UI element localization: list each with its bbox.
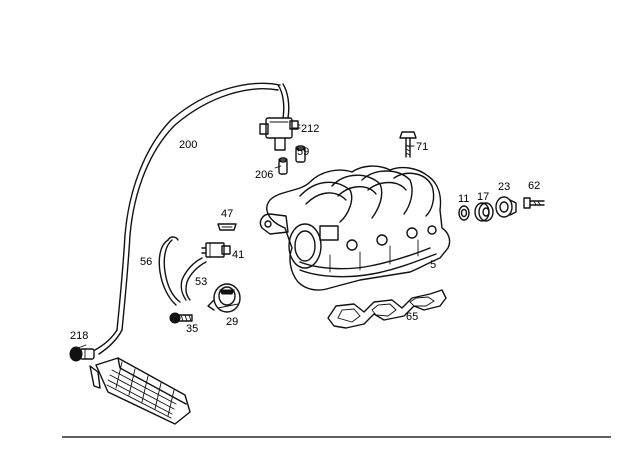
callout-11: 11 <box>458 193 469 205</box>
callout-62: 62 <box>528 180 540 192</box>
part-71-bolt[interactable] <box>399 131 417 158</box>
callout-5: 5 <box>430 259 436 271</box>
callout-71: 71 <box>416 141 428 153</box>
part-23-sensor[interactable] <box>495 196 517 218</box>
part-air-intake-grille[interactable] <box>89 357 191 425</box>
part-212-valve[interactable] <box>259 117 301 151</box>
part-53-hose[interactable] <box>180 257 207 301</box>
callout-29: 29 <box>226 316 238 328</box>
part-5-intake-manifold[interactable] <box>259 165 451 291</box>
callout-47: 47 <box>221 208 233 220</box>
callout-17: 17 <box>477 191 489 203</box>
part-65-gasket[interactable] <box>327 289 447 329</box>
part-41-valve[interactable] <box>201 242 231 258</box>
callout-23: 23 <box>498 181 510 193</box>
callout-53: 53 <box>195 276 207 288</box>
part-218-connector[interactable] <box>69 346 95 362</box>
part-29-pressure-regulator[interactable] <box>207 283 241 313</box>
part-200-vacuum-hose[interactable] <box>94 82 290 355</box>
callout-59: 59 <box>297 146 309 158</box>
callout-56: 56 <box>140 256 152 268</box>
callout-212: 212 <box>301 123 319 135</box>
part-59-sleeve[interactable] <box>295 145 306 163</box>
part-11-seal-ring[interactable] <box>458 205 470 221</box>
callout-218: 218 <box>70 330 88 342</box>
part-56-hose[interactable] <box>158 236 181 306</box>
part-47-clip[interactable] <box>217 223 237 231</box>
part-62-bolt[interactable] <box>523 197 545 209</box>
callout-41: 41 <box>232 249 244 261</box>
leader-lines <box>77 127 415 349</box>
callout-206: 206 <box>255 169 273 181</box>
part-35-screw[interactable] <box>169 312 193 324</box>
part-17-bushing[interactable] <box>474 202 494 222</box>
callout-65: 65 <box>406 311 418 323</box>
callout-200: 200 <box>179 139 197 151</box>
callout-35: 35 <box>186 323 198 335</box>
